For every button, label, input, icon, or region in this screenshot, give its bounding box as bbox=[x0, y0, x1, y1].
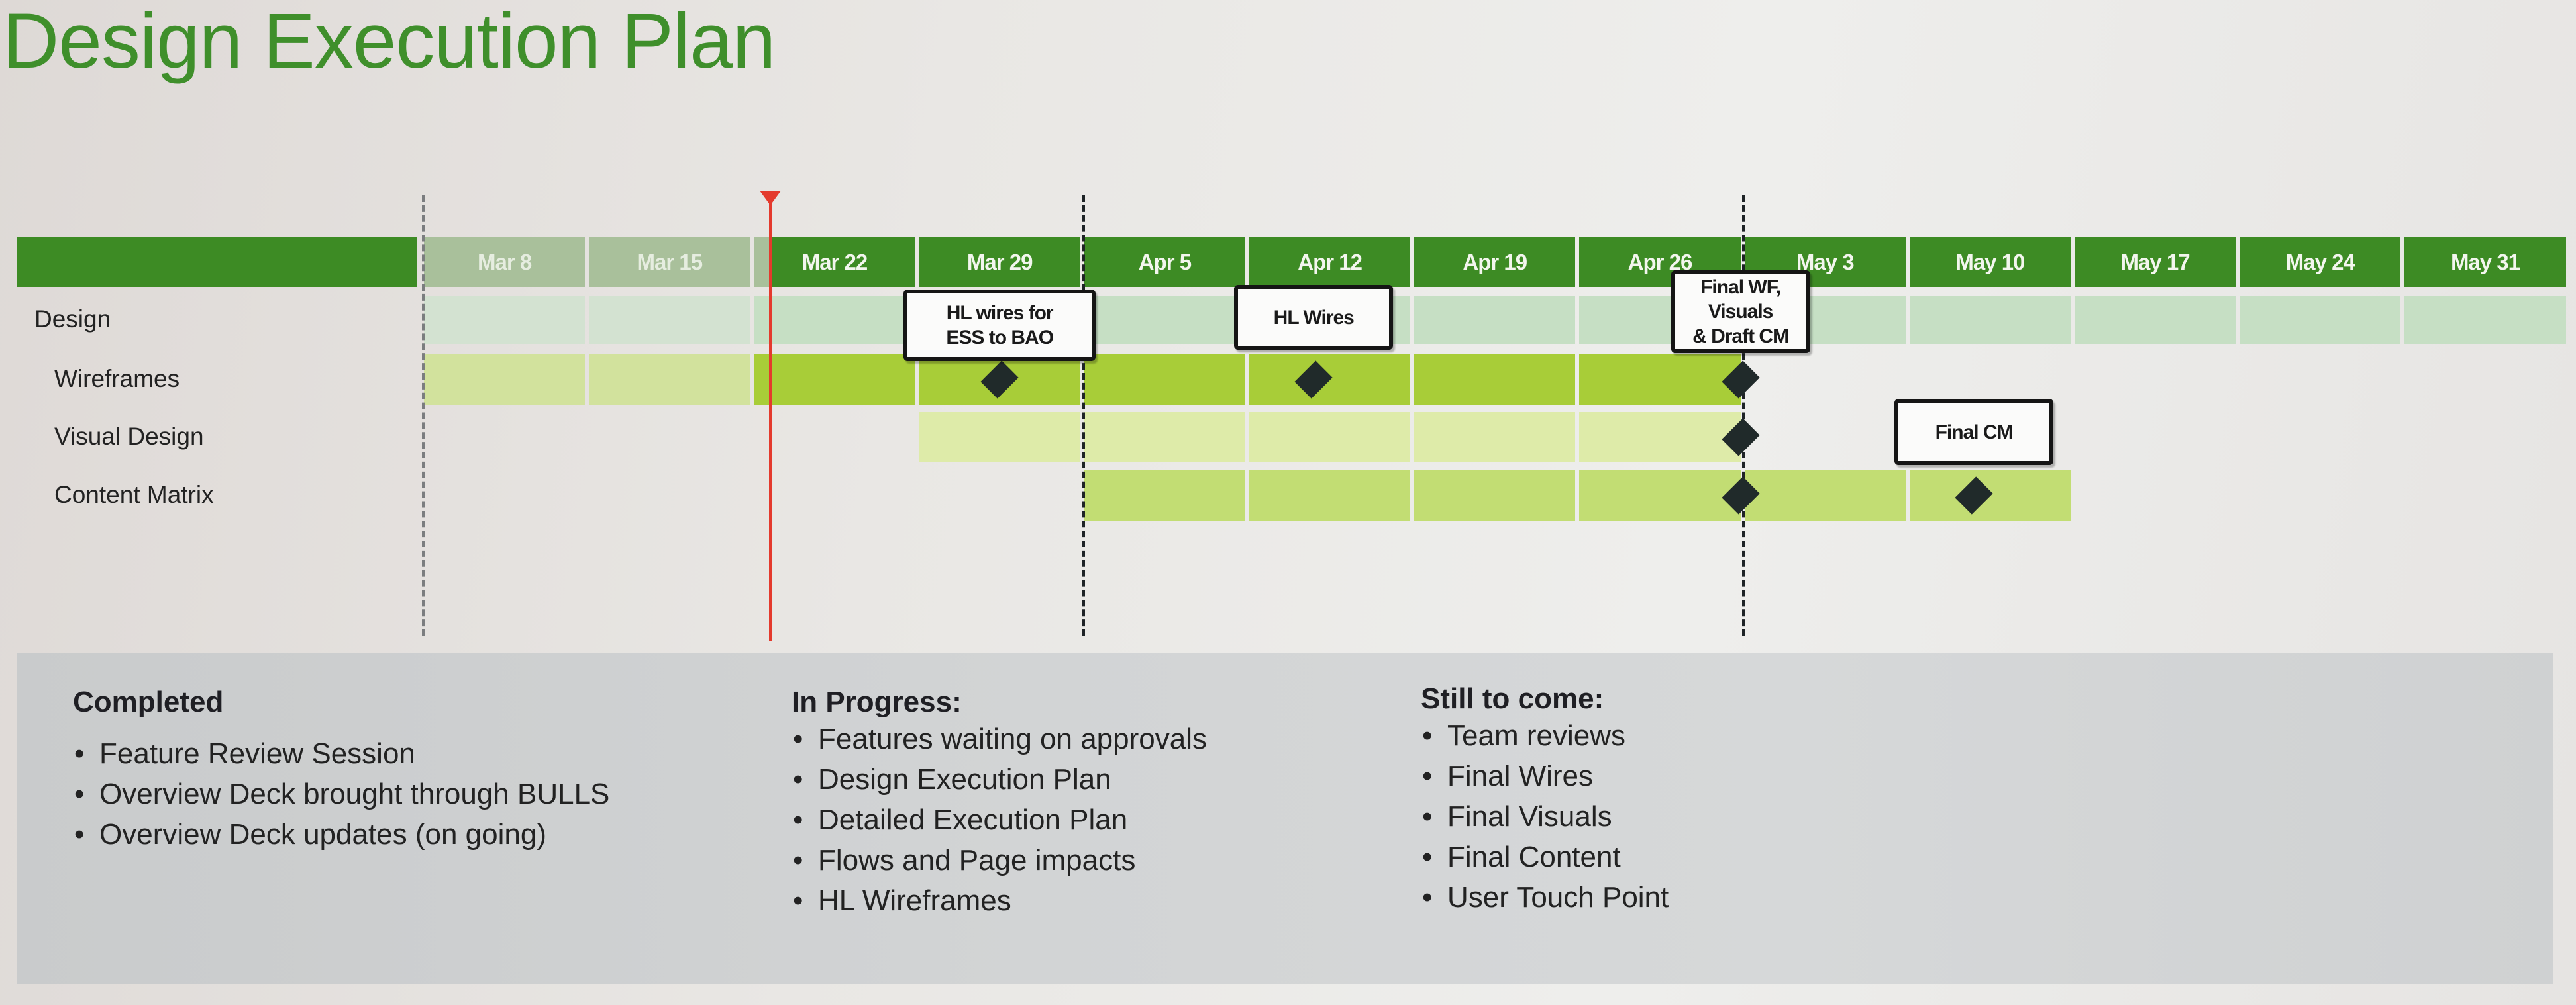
task-bar-segment bbox=[2240, 296, 2401, 344]
in-progress-heading: In Progress: bbox=[792, 686, 962, 718]
milestone-callout: HL wires for ESS to BAO bbox=[903, 290, 1096, 361]
status-panel: Completed Feature Review SessionOverview… bbox=[17, 653, 2553, 984]
completed-section: Completed Feature Review SessionOverview… bbox=[73, 686, 609, 855]
week-header: Mar 8 bbox=[424, 237, 586, 287]
task-bar-segment bbox=[919, 412, 1080, 462]
task-bar-segment bbox=[1084, 296, 1245, 344]
page-title: Design Execution Plan bbox=[3, 0, 776, 85]
status-item: Overview Deck brought through BULLS bbox=[73, 774, 609, 814]
task-bar-segment bbox=[589, 296, 750, 344]
task-bar-segment bbox=[2404, 296, 2566, 344]
in-progress-section: In Progress: Features waiting on approva… bbox=[792, 686, 1207, 921]
task-bar-segment bbox=[754, 354, 915, 405]
week-header: Apr 19 bbox=[1414, 237, 1576, 287]
week-header: May 10 bbox=[1909, 237, 2071, 287]
task-bar-segment bbox=[1579, 354, 1741, 405]
status-item: Features waiting on approvals bbox=[792, 719, 1207, 759]
status-item: Overview Deck updates (on going) bbox=[73, 814, 609, 855]
status-item: Team reviews bbox=[1421, 715, 1669, 756]
phase-marker-line bbox=[422, 195, 425, 636]
week-header: May 17 bbox=[2075, 237, 2236, 287]
task-bar-segment bbox=[1414, 412, 1576, 462]
task-label: Content Matrix bbox=[54, 481, 214, 508]
today-line bbox=[769, 193, 772, 641]
task-bar-segment bbox=[2075, 296, 2236, 344]
completed-heading: Completed bbox=[73, 686, 224, 718]
task-bar-segment bbox=[1084, 470, 1245, 521]
week-header: May 31 bbox=[2404, 237, 2566, 287]
status-item: User Touch Point bbox=[1421, 877, 1669, 918]
task-bar-segment bbox=[1414, 470, 1576, 521]
task-bar-segment bbox=[424, 296, 586, 344]
task-bar-segment bbox=[1249, 412, 1411, 462]
task-bar-segment bbox=[1414, 354, 1576, 405]
status-item: Final Wires bbox=[1421, 756, 1669, 796]
milestone-callout: Final CM bbox=[1894, 399, 2054, 465]
status-item: Flows and Page impacts bbox=[792, 840, 1207, 880]
status-item: Detailed Execution Plan bbox=[792, 800, 1207, 840]
task-bar-segment bbox=[1414, 296, 1576, 344]
week-header: Mar 22 bbox=[754, 237, 915, 287]
task-bar-segment bbox=[754, 296, 915, 344]
in-progress-list: Features waiting on approvalsDesign Exec… bbox=[792, 719, 1207, 921]
today-marker-icon bbox=[760, 191, 782, 205]
task-bar-segment bbox=[1579, 412, 1741, 462]
week-header: Mar 29 bbox=[919, 237, 1080, 287]
task-bar-segment bbox=[589, 354, 750, 405]
task-bar-segment bbox=[1744, 470, 1906, 521]
status-item: Final Content bbox=[1421, 837, 1669, 877]
status-item: Feature Review Session bbox=[73, 733, 609, 774]
task-label: Design bbox=[34, 305, 111, 333]
still-to-come-section: Still to come: Team reviewsFinal WiresFi… bbox=[1421, 682, 1669, 918]
task-header-band bbox=[17, 237, 417, 287]
week-header: May 24 bbox=[2240, 237, 2401, 287]
task-bar-segment bbox=[1909, 296, 2071, 344]
task-bar-segment bbox=[424, 354, 586, 405]
week-header: Mar 15 bbox=[589, 237, 750, 287]
task-bar-segment bbox=[1249, 470, 1411, 521]
phase-marker-line bbox=[1081, 195, 1085, 636]
milestone-callout: HL Wires bbox=[1234, 285, 1394, 350]
task-bar-segment bbox=[1084, 412, 1245, 462]
phase-marker-line bbox=[1741, 195, 1745, 636]
status-item: Final Visuals bbox=[1421, 796, 1669, 837]
task-label: Visual Design bbox=[54, 423, 204, 450]
week-header: Apr 12 bbox=[1249, 237, 1411, 287]
milestone-callout: Final WF, Visuals & Draft CM bbox=[1671, 270, 1810, 353]
past-header-segment bbox=[754, 237, 771, 287]
week-header: Apr 5 bbox=[1084, 237, 1245, 287]
status-item: Design Execution Plan bbox=[792, 759, 1207, 800]
completed-list: Feature Review SessionOverview Deck brou… bbox=[73, 733, 609, 855]
status-item: HL Wireframes bbox=[792, 880, 1207, 921]
task-label: Wireframes bbox=[54, 365, 180, 392]
still-to-come-heading: Still to come: bbox=[1421, 682, 1604, 715]
task-bar-segment bbox=[1579, 470, 1741, 521]
task-bar-segment bbox=[1084, 354, 1245, 405]
